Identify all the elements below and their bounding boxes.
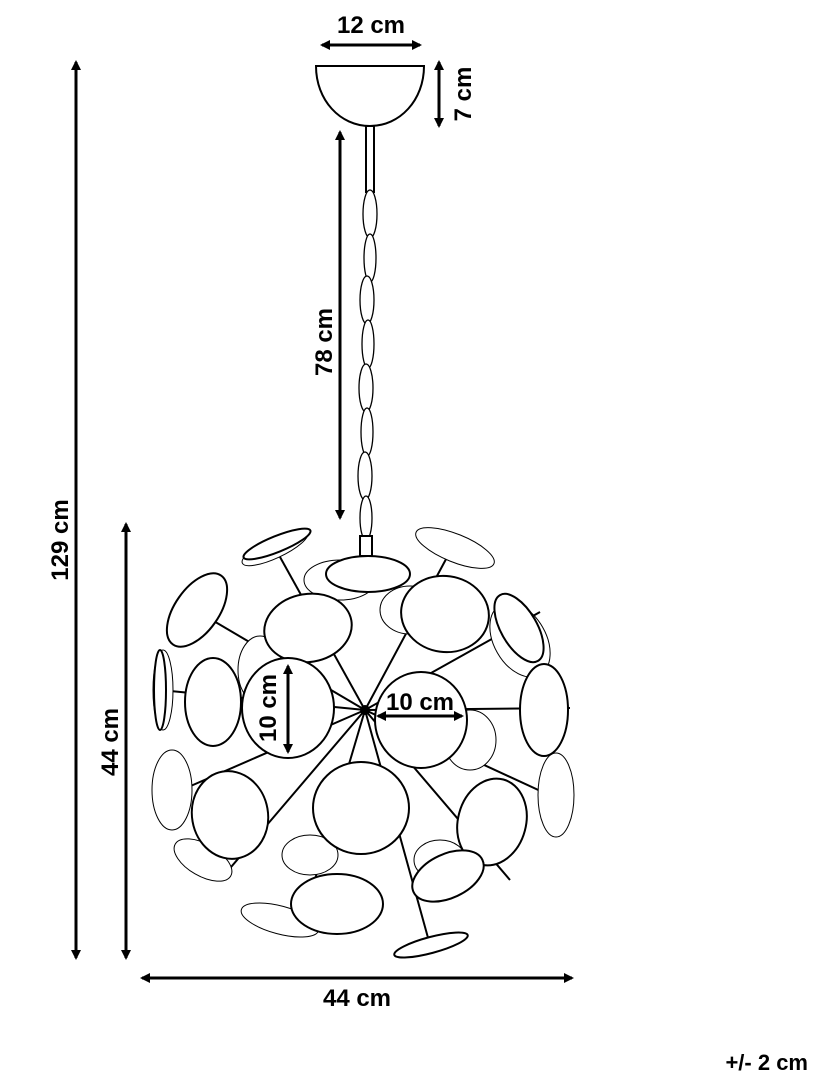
- canopy-height-label: 7 cm: [450, 67, 477, 122]
- disc-height-label: 10 cm: [255, 674, 282, 742]
- hanging-chain: [357, 125, 378, 557]
- disc-width-label: 10 cm: [386, 689, 454, 716]
- total-height-label: 129 cm: [47, 499, 74, 580]
- globe-height-dimension: 44 cm: [97, 522, 131, 960]
- chain-length-label: 78 cm: [311, 308, 338, 376]
- total-height-dimension: 129 cm: [47, 60, 81, 960]
- globe-height-label: 44 cm: [97, 708, 124, 776]
- disc-height-dimension: 10 cm: [255, 664, 293, 754]
- disc-width-dimension: 10 cm: [376, 689, 464, 721]
- canopy-height-dimension: 7 cm: [434, 60, 477, 128]
- ceiling-canopy: [314, 65, 426, 128]
- chain-length-dimension: 78 cm: [311, 130, 345, 520]
- canopy-width-dimension: 12 cm: [320, 12, 422, 50]
- globe-width-dimension: 44 cm: [140, 973, 574, 1012]
- tolerance-note: +/- 2 cm: [725, 1050, 808, 1075]
- globe-front-discs: [153, 527, 569, 959]
- globe-width-label: 44 cm: [323, 985, 391, 1012]
- canopy-width-label: 12 cm: [337, 12, 405, 39]
